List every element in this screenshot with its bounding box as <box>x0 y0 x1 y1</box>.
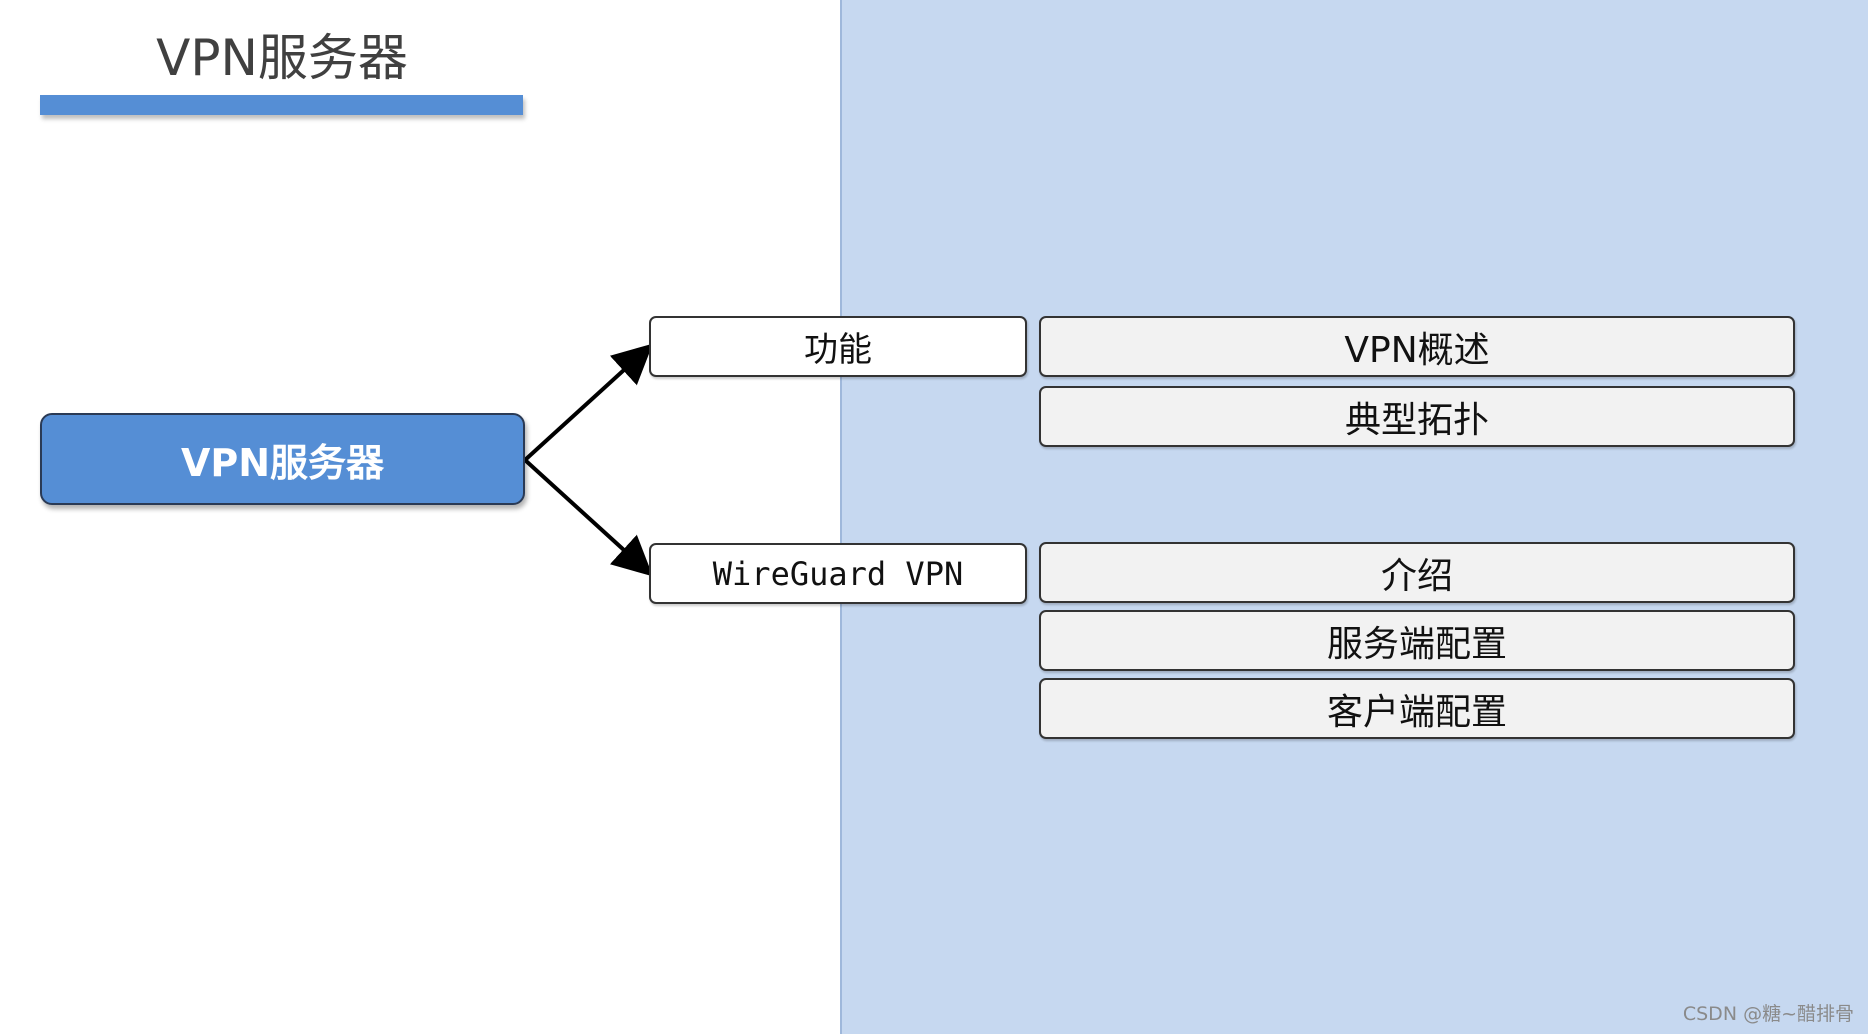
leaf-node-client-config: 客户端配置 <box>1039 678 1795 739</box>
leaf-node-typical-topology: 典型拓扑 <box>1039 386 1795 447</box>
slide-title: VPN服务器 <box>156 29 408 87</box>
root-node: VPN服务器 <box>40 413 525 505</box>
right-background-panel <box>840 0 1868 1034</box>
branch-node-functions: 功能 <box>649 316 1027 377</box>
watermark-text: CSDN @糖~醋排骨 <box>1682 1003 1854 1025</box>
leaf-node-vpn-overview: VPN概述 <box>1039 316 1795 377</box>
branch-node-wireguard-vpn: WireGuard VPN <box>649 543 1027 604</box>
arrow-to-branch-1 <box>523 458 653 577</box>
arrow-to-branch-0 <box>523 343 653 462</box>
title-underline-bar <box>40 95 523 115</box>
leaf-node-server-config: 服务端配置 <box>1039 610 1795 671</box>
leaf-node-introduction: 介绍 <box>1039 542 1795 603</box>
